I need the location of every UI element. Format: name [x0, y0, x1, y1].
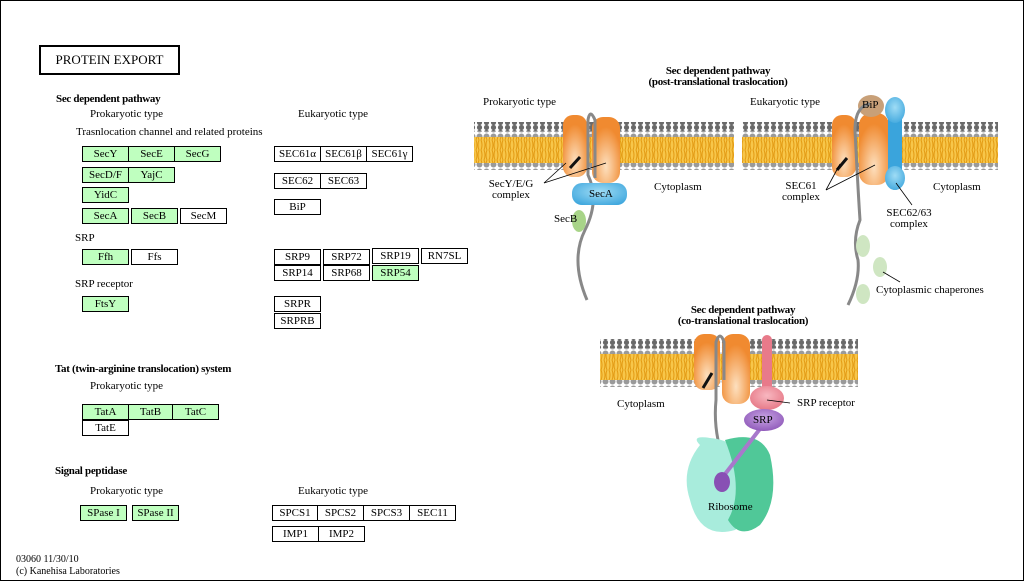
sec61-label-line2: complex	[782, 191, 820, 203]
secyeg-channel	[543, 112, 627, 301]
sec6263-label-line2: complex	[890, 218, 928, 230]
gene-srp54[interactable]: SRP54	[372, 265, 419, 281]
sec61-label-line1: SEC61	[785, 180, 817, 192]
gene-spase2[interactable]: SPase II	[132, 505, 179, 521]
gene-spcs1[interactable]: SPCS1	[272, 505, 318, 521]
gene-spase1[interactable]: SPase I	[80, 505, 127, 521]
gene-ftsy[interactable]: FtsY	[82, 296, 129, 312]
cotranslational-channel	[686, 334, 791, 532]
gene-sec62[interactable]: SEC62	[274, 173, 321, 189]
spase-prokaryotic-label: Prokaryotic type	[90, 485, 164, 497]
seca-label: SecA	[589, 188, 613, 200]
spase-eukaryotic-label: Eukaryotic type	[298, 485, 368, 497]
gene-seca[interactable]: SecA	[82, 208, 129, 224]
ribosome-label: Ribosome	[708, 501, 753, 513]
gene-srpr[interactable]: SRPR	[274, 296, 321, 312]
gene-tate[interactable]: TatE	[82, 420, 129, 436]
gene-sece[interactable]: SecE	[128, 146, 175, 162]
tat-heading: Tat (twin-arginine translocation) system	[55, 363, 232, 375]
gene-yidc[interactable]: YidC	[82, 187, 129, 203]
gene-imp2[interactable]: IMP2	[318, 526, 365, 542]
gene-rn7sl[interactable]: RN7SL	[421, 248, 468, 264]
gene-ffh[interactable]: Ffh	[82, 249, 129, 265]
srp-receptor-label: SRP receptor	[75, 278, 133, 290]
post-heading-line2: (post-translational traslocation)	[648, 76, 788, 88]
sec-prokaryotic-label: Prokaryotic type	[90, 108, 164, 120]
page-title: PROTEIN EXPORT	[39, 45, 180, 75]
gene-srprb[interactable]: SRPRB	[274, 313, 321, 329]
sec-eukaryotic-label: Eukaryotic type	[298, 108, 368, 120]
co-heading-line1: Sec dependent pathway	[690, 304, 796, 316]
srp-receptor-diagram-label: SRP receptor	[797, 397, 855, 409]
sec61-channel	[825, 95, 913, 306]
bip-label: BiP	[862, 99, 879, 111]
gene-ffs[interactable]: Ffs	[131, 249, 178, 265]
gene-bip[interactable]: BiP	[274, 199, 321, 215]
gene-sec63[interactable]: SEC63	[320, 173, 367, 189]
gene-secdf[interactable]: SecD/F	[82, 167, 129, 183]
gene-secm[interactable]: SecM	[180, 208, 227, 224]
gene-sec61g[interactable]: SEC61γ	[366, 146, 413, 162]
srp-diagram-label: SRP	[753, 414, 773, 426]
post-prok-label: Prokaryotic type	[483, 96, 557, 108]
gene-tatb[interactable]: TatB	[128, 404, 173, 420]
gene-srp14[interactable]: SRP14	[274, 265, 321, 281]
gene-secb[interactable]: SecB	[131, 208, 178, 224]
gene-spcs2[interactable]: SPCS2	[317, 505, 364, 521]
map-id-date: 03060 11/30/10	[16, 554, 79, 565]
spase-heading: Signal peptidase	[55, 465, 127, 477]
gene-sec61b[interactable]: SEC61β	[320, 146, 367, 162]
post-heading-line1: Sec dependent pathway	[665, 65, 771, 77]
co-heading-line2: (co-translational traslocation)	[677, 315, 809, 327]
gene-spcs3[interactable]: SPCS3	[363, 505, 410, 521]
gene-secy[interactable]: SecY	[82, 146, 129, 162]
gene-tata[interactable]: TatA	[82, 404, 129, 420]
gene-srp19[interactable]: SRP19	[372, 248, 419, 264]
post-euk-label: Eukaryotic type	[750, 96, 820, 108]
gene-sec11[interactable]: SEC11	[409, 505, 456, 521]
sec-heading: Sec dependent pathway	[56, 93, 161, 105]
gene-yajc[interactable]: YajC	[128, 167, 175, 183]
gene-secg[interactable]: SecG	[174, 146, 221, 162]
cytoplasm-label-3: Cytoplasm	[617, 398, 665, 410]
secyeg-label-line2: complex	[492, 189, 530, 201]
gene-srp9[interactable]: SRP9	[274, 249, 321, 265]
copyright: (c) Kanehisa Laboratories	[16, 566, 120, 577]
gene-tatc[interactable]: TatC	[172, 404, 219, 420]
gene-srp72[interactable]: SRP72	[323, 249, 370, 265]
gene-srp68[interactable]: SRP68	[323, 265, 370, 281]
secyeg-label-line1: SecY/E/G	[488, 178, 534, 190]
sec6263-label-line1: SEC62/63	[886, 207, 932, 219]
secb-label: SecB	[554, 213, 578, 225]
tat-prokaryotic-label: Prokaryotic type	[90, 380, 164, 392]
chaperones-label: Cytoplasmic chaperones	[876, 284, 984, 296]
channel-label: Trasnlocation channel and related protei…	[76, 126, 263, 138]
srp-label: SRP	[75, 232, 95, 244]
cytoplasm-label-2: Cytoplasm	[933, 181, 981, 193]
cytoplasm-label-1: Cytoplasm	[654, 181, 702, 193]
